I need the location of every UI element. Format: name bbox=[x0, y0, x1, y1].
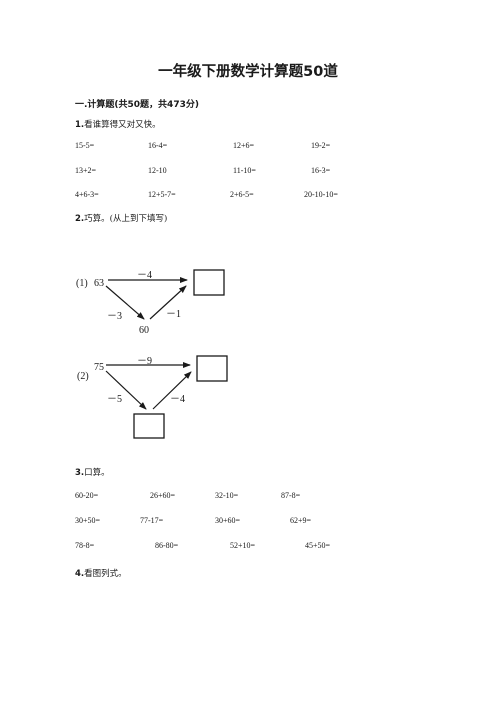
eq-q1-r3-c2: 12+5-7= bbox=[148, 190, 176, 199]
eq-q3-r3-c1: 78-8= bbox=[75, 541, 95, 550]
answer-box-2-bottom[interactable] bbox=[133, 413, 165, 439]
eq-q3-r1-c4: 87-8= bbox=[281, 491, 301, 500]
eq-q3-r2-c3: 30+60= bbox=[215, 516, 241, 525]
diagram-1-top-op: －4 bbox=[137, 270, 152, 281]
diagram-1-start: 63 bbox=[94, 278, 104, 289]
eq-q3-r2-c4: 62+9= bbox=[290, 516, 312, 525]
eq-q3-r3-c2: 86-80= bbox=[155, 541, 179, 550]
eq-q3-r1-c2: 26+60= bbox=[150, 491, 176, 500]
diagram-2-label: (2) bbox=[77, 371, 89, 382]
eq-q1-r3-c3: 2+6-5= bbox=[230, 190, 254, 199]
diagram-1-label: (1) bbox=[76, 278, 88, 289]
question-number: 1. bbox=[75, 120, 85, 130]
eq-q1-r1-c4: 19-2= bbox=[311, 141, 331, 150]
eq-q1-r1-c3: 12+6= bbox=[233, 141, 255, 150]
diagram-2-top-op: －9 bbox=[137, 356, 152, 367]
question-text: 巧算。(从上到下填写) bbox=[84, 214, 168, 224]
arrow-right-1 bbox=[149, 285, 187, 320]
diagram-1-bottom: 60 bbox=[139, 325, 149, 336]
question-4: 4.看图列式。 bbox=[75, 567, 127, 579]
section-heading: 一.计算题(共50题，共473分) bbox=[75, 100, 199, 110]
eq-q1-r2-c1: 13+2= bbox=[75, 166, 97, 175]
question-text: 口算。 bbox=[84, 468, 110, 478]
question-2: 2.巧算。(从上到下填写) bbox=[75, 212, 167, 224]
diagram-2-start: 75 bbox=[94, 362, 104, 373]
diagram-1-left-op: －3 bbox=[107, 311, 122, 322]
eq-q1-r3-c4: 20-10-10= bbox=[304, 190, 338, 199]
answer-box-2-top[interactable] bbox=[196, 355, 228, 382]
question-text: 看图列式。 bbox=[84, 569, 127, 579]
arrow-left-2 bbox=[105, 370, 147, 410]
eq-q1-r2-c4: 16-3= bbox=[311, 166, 331, 175]
question-number: 3. bbox=[75, 468, 85, 478]
page-title: 一年级下册数学计算题50道 bbox=[158, 64, 338, 80]
eq-q3-r3-c3: 52+10= bbox=[230, 541, 256, 550]
question-1: 1.看谁算得又对又快。 bbox=[75, 118, 161, 130]
eq-q3-r2-c1: 30+50= bbox=[75, 516, 101, 525]
eq-q3-r1-c1: 60-20= bbox=[75, 491, 99, 500]
arrow-right-2 bbox=[152, 371, 192, 410]
eq-q1-r3-c1: 4+6-3= bbox=[75, 190, 99, 199]
eq-q1-r1-c1: 15-5= bbox=[75, 141, 95, 150]
diagram-2-left-op: －5 bbox=[107, 394, 122, 405]
eq-q1-r1-c2: 16-4= bbox=[148, 141, 168, 150]
question-number: 2. bbox=[75, 214, 85, 224]
answer-box-1[interactable] bbox=[193, 269, 225, 296]
arrow-left-1 bbox=[105, 285, 145, 320]
eq-q3-r3-c4: 45+50= bbox=[305, 541, 331, 550]
question-number: 4. bbox=[75, 569, 85, 579]
question-text: 看谁算得又对又快。 bbox=[84, 120, 161, 130]
diagram-2-right-op: －4 bbox=[170, 394, 185, 405]
eq-q3-r2-c2: 77-17= bbox=[140, 516, 164, 525]
diagram-1-right-op: －1 bbox=[166, 309, 181, 320]
question-3: 3.口算。 bbox=[75, 466, 110, 478]
eq-q1-r2-c3: 11-10= bbox=[233, 166, 256, 175]
eq-q3-r1-c3: 32-10= bbox=[215, 491, 239, 500]
eq-q1-r2-c2: 12-10 bbox=[148, 166, 167, 175]
